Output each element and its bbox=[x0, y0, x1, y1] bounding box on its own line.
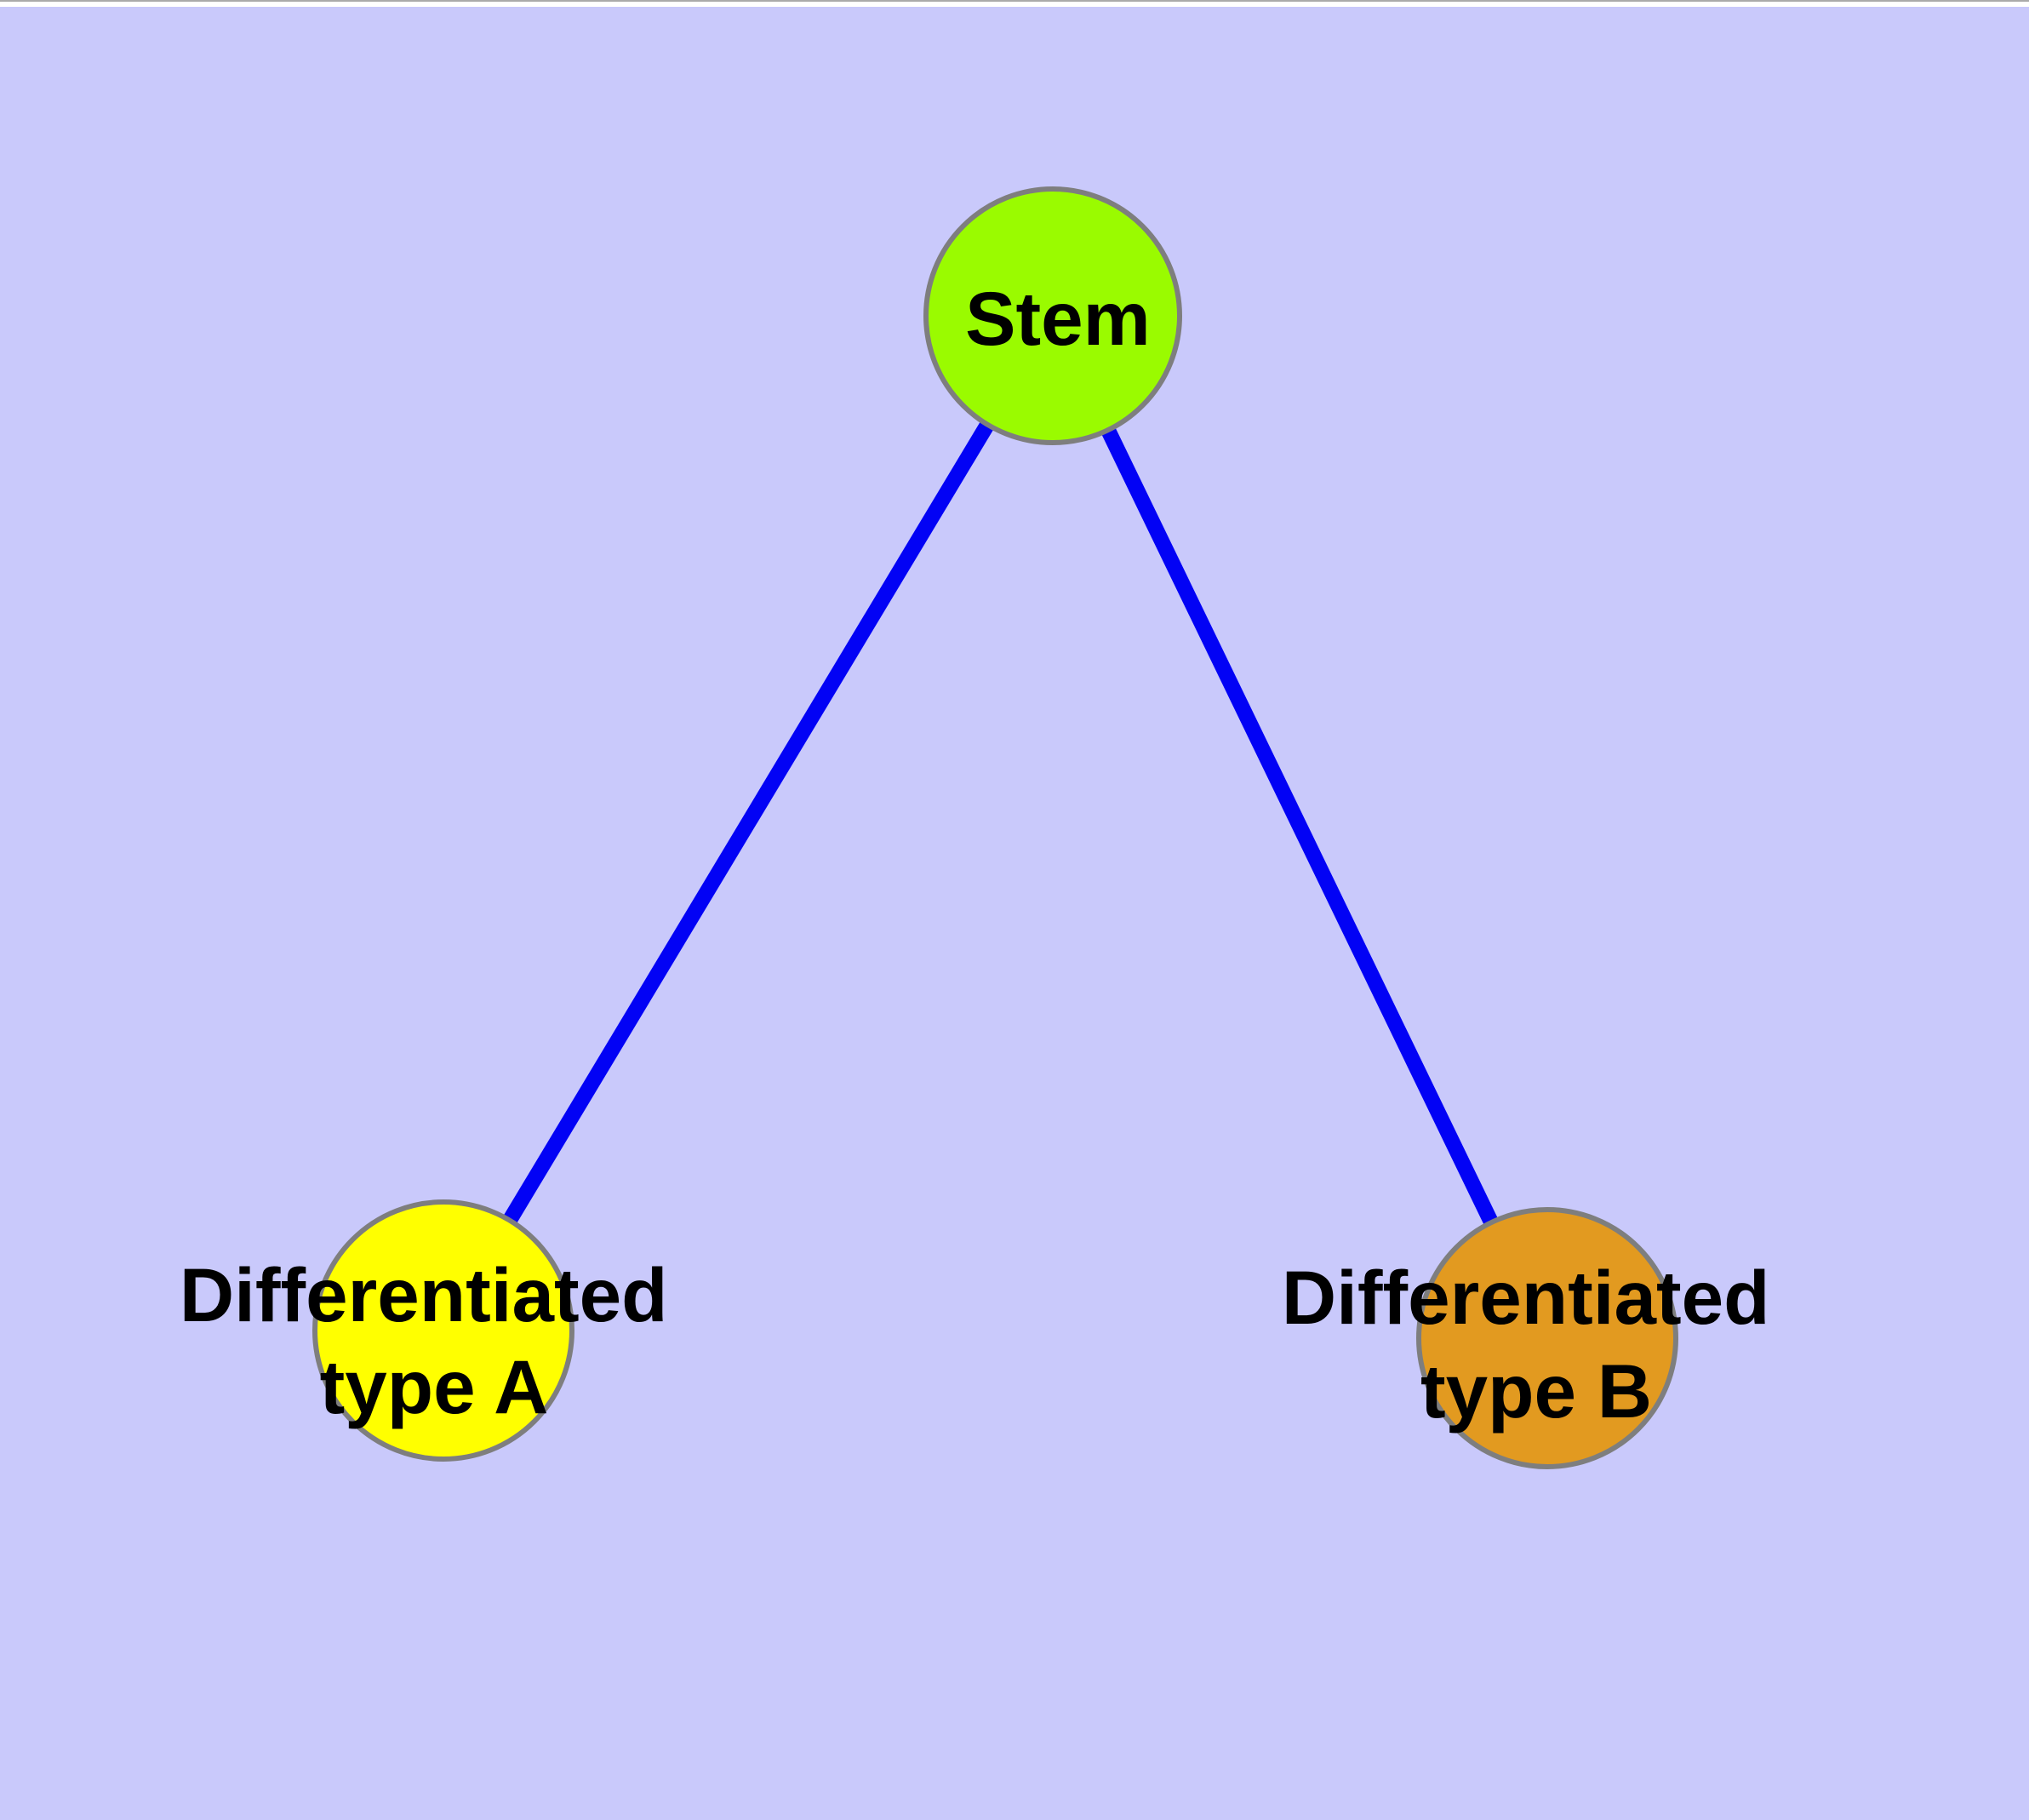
label-line: type A bbox=[320, 1344, 549, 1429]
top-border-line bbox=[0, 0, 2029, 2]
label-line: Differentiated bbox=[180, 1252, 668, 1337]
node-label-stem: Stem bbox=[965, 276, 1151, 361]
edge-stem-to-type-b bbox=[1045, 312, 1555, 1342]
node-label-differentiated-type-b: Differentiated type B bbox=[1282, 1255, 1791, 1434]
node-stem bbox=[923, 186, 1182, 445]
edge-stem-to-type-a bbox=[437, 312, 1060, 1335]
node-differentiated-type-a bbox=[312, 1199, 574, 1462]
label-line: Stem bbox=[965, 276, 1151, 361]
node-differentiated-type-b bbox=[1416, 1207, 1678, 1469]
top-white-strip bbox=[0, 2, 2029, 7]
label-line: type B bbox=[1420, 1348, 1652, 1434]
node-label-differentiated-type-a: Differentiated type A bbox=[180, 1252, 689, 1429]
label-line: Differentiated bbox=[1282, 1255, 1770, 1340]
